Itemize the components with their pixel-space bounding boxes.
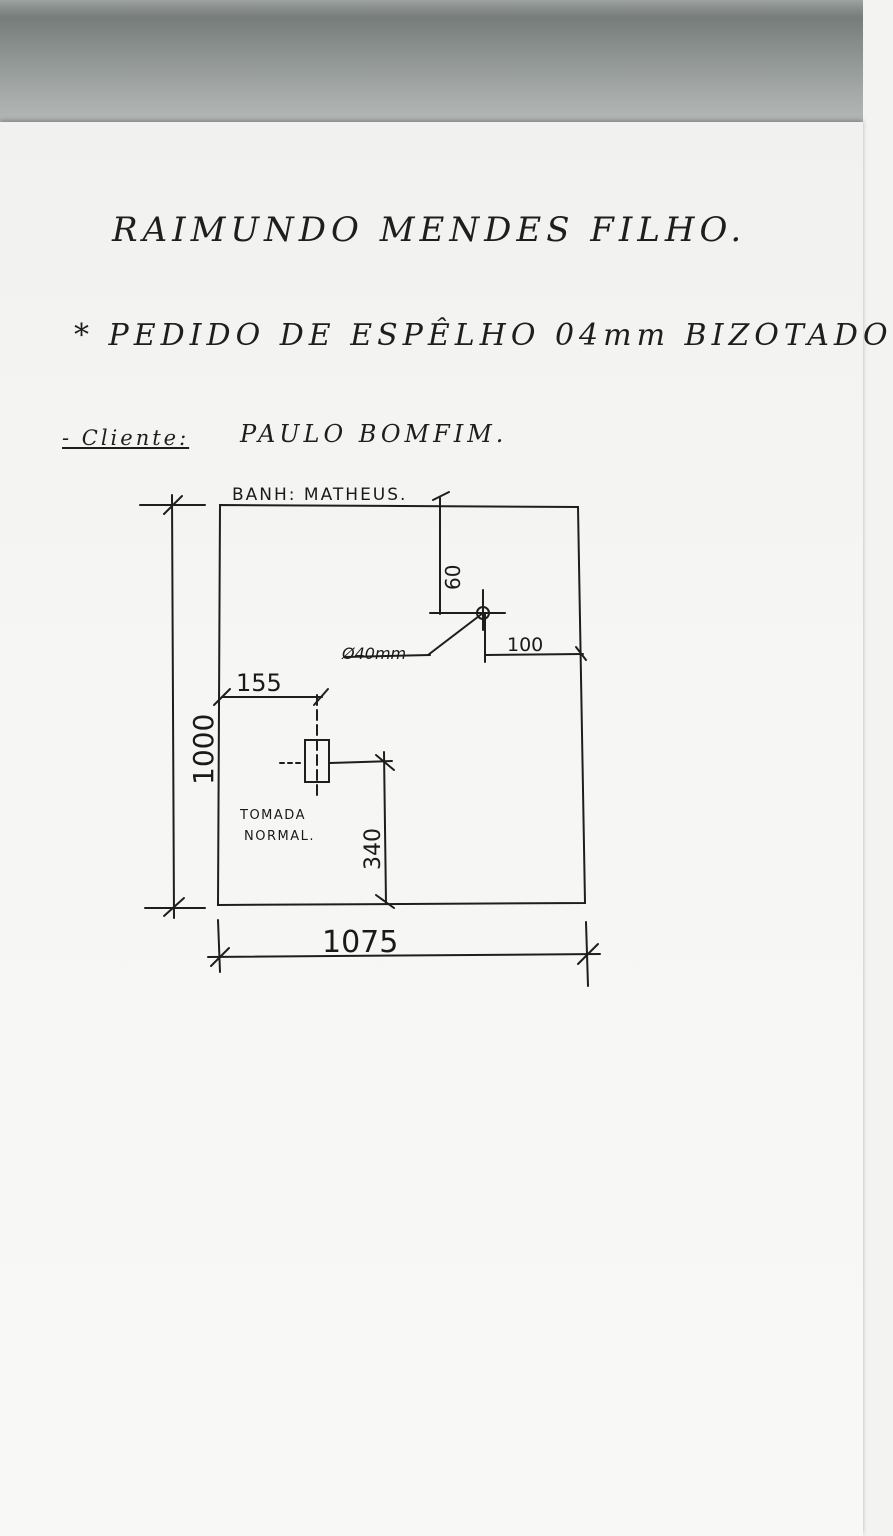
header-name: RAIMUNDO MENDES FILHO. bbox=[112, 210, 747, 250]
outlet-left-value: 155 bbox=[236, 669, 282, 697]
outlet-label-line1: TOMADA bbox=[239, 808, 306, 823]
height-dimension-line bbox=[171, 494, 175, 919]
height-value: 1000 bbox=[187, 714, 220, 785]
order-line: * PEDIDO DE ESPÊLHO 04mm BIZOTADO bbox=[74, 318, 893, 353]
outlet-bottom-value: 340 bbox=[361, 828, 386, 870]
client-label: - Cliente: bbox=[62, 426, 190, 450]
hole-top-value: 60 bbox=[441, 565, 465, 590]
hole-circle bbox=[476, 606, 490, 620]
mirror-outline bbox=[216, 503, 587, 907]
outlet-bottom-dimension bbox=[383, 751, 387, 904]
width-dimension-line bbox=[207, 953, 601, 958]
mirror-sketch: BANH: MATHEUS. 1000 1075 60 100 Ø40mm 15… bbox=[139, 485, 601, 987]
client-name: PAULO BOMFIM. bbox=[240, 420, 508, 448]
paper-sheet bbox=[0, 122, 863, 1536]
width-value: 1075 bbox=[322, 925, 398, 960]
room-label: BANH: MATHEUS. bbox=[232, 485, 407, 505]
hole-right-value: 100 bbox=[507, 634, 543, 656]
hole-diameter: Ø40mm bbox=[341, 644, 406, 663]
background-edge bbox=[0, 0, 863, 122]
hole-right-dimension bbox=[484, 653, 584, 656]
outlet-label-line2: NORMAL. bbox=[244, 829, 315, 844]
